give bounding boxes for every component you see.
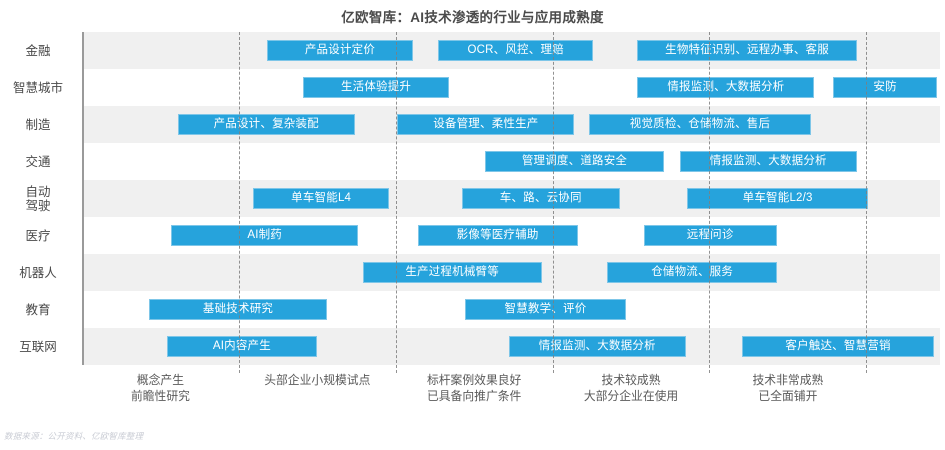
- bar-segment[interactable]: 情报监测、大数据分析: [637, 77, 815, 98]
- y-axis-label-制造: 制造: [25, 117, 51, 132]
- bar-segment[interactable]: AI内容产生: [166, 336, 318, 357]
- y-axis-label-交通: 交通: [25, 154, 51, 169]
- x-axis-stage-label-3: 标杆案例效果良好已具备向推广条件: [426, 373, 522, 403]
- bar-segment[interactable]: 单车智能L4: [252, 188, 390, 209]
- bar-segment[interactable]: 基础技术研究: [149, 299, 327, 320]
- chart-row: 管理调度、道路安全情报监测、大数据分析: [83, 143, 940, 180]
- chart-row: 基础技术研究 智慧教学、评价: [83, 291, 940, 328]
- chart-title: 亿欧智库：AI技术渗透的行业与应用成熟度: [341, 10, 604, 25]
- bar-segment[interactable]: 车、路、云协同: [461, 188, 620, 209]
- source-note: 数据来源：公开资料、亿欧智库整理: [4, 431, 144, 441]
- y-axis-line: [82, 32, 84, 365]
- bar-segment[interactable]: 单车智能L2/3: [687, 188, 868, 209]
- chart-row: 单车智能L4 车、路、云协同 单车智能L2/3: [83, 180, 940, 217]
- y-axis-label-互联网: 互联网: [19, 339, 57, 354]
- chart-row: AI制药 影像等医疗辅助 远程问诊: [83, 217, 940, 254]
- x-axis-stage-label-1: 概念产生前瞻性研究: [130, 373, 190, 403]
- bar-segment[interactable]: 视觉质检、仓储物流、售后: [588, 114, 812, 135]
- y-axis-label-机器人: 机器人: [19, 265, 57, 280]
- bar-segment[interactable]: 管理调度、道路安全: [485, 151, 664, 172]
- chart-row: 产品设计、复杂装配 设备管理、柔性生产视觉质检、仓储物流、售后: [83, 106, 940, 143]
- bar-segment[interactable]: 生物特征识别、远程办事、客服: [637, 40, 857, 61]
- y-axis-label-医疗: 医疗: [25, 228, 51, 243]
- bar-segment[interactable]: 仓储物流、服务: [607, 262, 777, 283]
- bar-segment[interactable]: 安防: [833, 77, 937, 98]
- x-axis-stage-label-2: 头部企业小规模试点: [264, 373, 371, 387]
- bar-segment[interactable]: 产品设计、复杂装配: [177, 114, 355, 135]
- chart-row: 产品设计定价 OCR、风控、理赔 生物特征识别、远程办事、客服: [83, 32, 940, 69]
- bar-segment[interactable]: OCR、风控、理赔: [438, 40, 594, 61]
- bar-segment[interactable]: 远程问诊: [643, 225, 777, 246]
- bar-segment[interactable]: 生产过程机械臂等: [362, 262, 542, 283]
- chart-row: 生产过程机械臂等 仓储物流、服务: [83, 254, 940, 291]
- bar-segment[interactable]: 情报监测、大数据分析: [508, 336, 686, 357]
- bar-segment[interactable]: 产品设计定价: [267, 40, 413, 61]
- y-axis-label-智慧城市: 智慧城市: [12, 80, 63, 95]
- bar-segment[interactable]: 智慧教学、评价: [464, 299, 627, 320]
- bar-segment[interactable]: 生活体验提升: [303, 77, 449, 98]
- bar-segment[interactable]: 设备管理、柔性生产: [397, 114, 575, 135]
- x-axis-stage-label-5: 技术非常成熟已全面铺开: [752, 373, 824, 403]
- y-axis-labels: 金融智慧城市制造交通自动驾驶医疗机器人教育互联网: [0, 32, 76, 365]
- y-axis-label-教育: 教育: [25, 302, 51, 317]
- chart-row: 生活体验提升 情报监测、大数据分析安防: [83, 69, 940, 106]
- bar-segment[interactable]: 情报监测、大数据分析: [679, 151, 857, 172]
- y-axis-label-金融: 金融: [25, 43, 51, 58]
- x-axis-stage-labels: 概念产生前瞻性研究 头部企业小规模试点 标杆案例效果良好已具备向推广条件 技术较成熟大…: [82, 372, 940, 414]
- bar-segment[interactable]: 客户触达、智慧营销: [742, 336, 934, 357]
- bar-segment[interactable]: 影像等医疗辅助: [417, 225, 578, 246]
- bar-segment[interactable]: AI制药: [171, 225, 359, 246]
- y-axis-label-自动驾驶: 自动驾驶: [25, 184, 51, 213]
- chart-row: AI内容产生 情报监测、大数据分析 客户触达、智慧营销: [83, 328, 940, 365]
- x-axis-stage-label-4: 技术较成熟大部分企业在使用: [583, 373, 679, 403]
